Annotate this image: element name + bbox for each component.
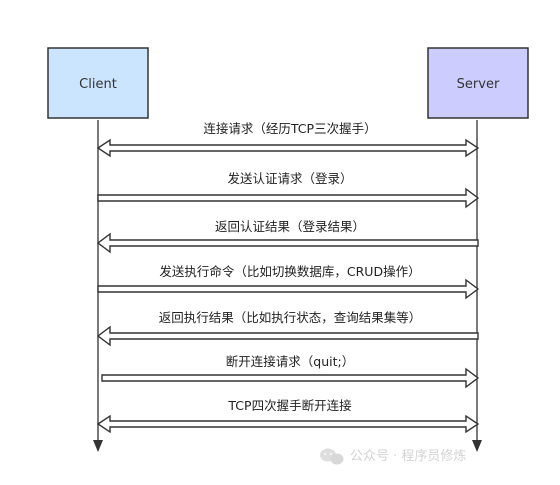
message-arrow-return-exec-result	[96, 325, 479, 347]
client-label: Client	[79, 77, 117, 92]
message-label-disconnect-request: 断开连接请求（quit;）	[226, 354, 354, 369]
message-label-connect-request: 连接请求（经历TCP三次握手）	[203, 121, 376, 136]
message-label-send-exec-command: 发送执行命令（比如切换数据库，CRUD操作）	[159, 264, 420, 279]
message-arrow-send-exec-command	[97, 278, 480, 300]
server-lifeline-end-arrow	[472, 440, 482, 452]
message-label-return-auth-result: 返回认证结果（登录结果）	[215, 219, 365, 234]
message-arrow-return-auth-result	[96, 232, 479, 254]
watermark: 公众号 · 程序员修炼	[320, 448, 466, 465]
message-label-return-exec-result: 返回执行结果（比如执行状态，查询结果集等）	[159, 310, 422, 325]
client-actor: Client	[47, 47, 149, 119]
message-label-tcp-four-way-close: TCP四次握手断开连接	[227, 398, 352, 413]
message-arrow-tcp-four-way-close	[96, 414, 480, 434]
message-arrow-connect-request	[96, 138, 480, 158]
client-lifeline-end-arrow	[93, 440, 103, 452]
message-arrow-send-auth-request	[97, 187, 480, 209]
watermark-text: 公众号 · 程序员修炼	[350, 449, 466, 464]
message-label-send-auth-request: 发送认证请求（登录）	[227, 171, 352, 186]
server-actor: Server	[427, 47, 529, 119]
wechat-icon	[320, 448, 344, 465]
server-label: Server	[457, 77, 500, 92]
message-arrow-disconnect-request	[101, 367, 480, 389]
